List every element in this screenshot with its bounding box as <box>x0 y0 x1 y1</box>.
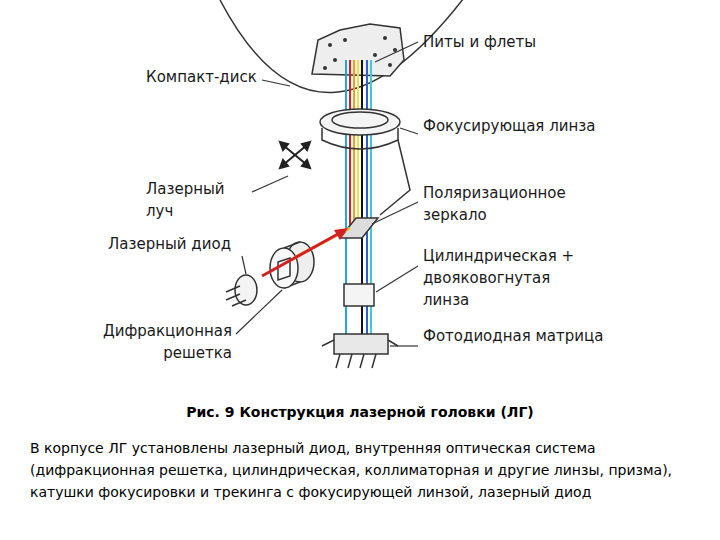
lens-holder <box>322 128 398 149</box>
lens-arm <box>380 140 410 215</box>
photodiode-matrix <box>334 334 388 354</box>
part-label: Лазерный луч <box>146 178 256 222</box>
part-label: Питы и флеты <box>423 31 623 53</box>
figure-caption: Рис. 9 Конструкция лазерной головки (ЛГ) <box>0 404 720 420</box>
laser-arrow <box>262 228 348 276</box>
laser-diode-pins <box>226 286 246 306</box>
pits <box>323 36 397 70</box>
mirror <box>340 218 378 238</box>
photodiode-pins <box>322 340 398 368</box>
motion-cross <box>280 142 310 168</box>
part-label: Дифракционная решетка <box>92 320 232 364</box>
leader-lines <box>236 42 418 346</box>
part-label: Компакт-диск <box>146 66 276 88</box>
part-label: Лазерный диод <box>108 233 248 255</box>
part-label: Цилиндрическая + двояковогнутая линза <box>423 245 593 311</box>
part-label: Фокусирующая линза <box>423 115 623 137</box>
focus-lens <box>320 109 400 135</box>
part-label: Поляризационное зеркало <box>423 182 623 226</box>
cylindrical-lens <box>344 284 374 306</box>
note-text: В корпусе ЛГ установлены лазерный диод, … <box>30 437 695 503</box>
focus-lens-inner <box>332 112 388 128</box>
part-label: Фотодиодная матрица <box>423 325 623 347</box>
